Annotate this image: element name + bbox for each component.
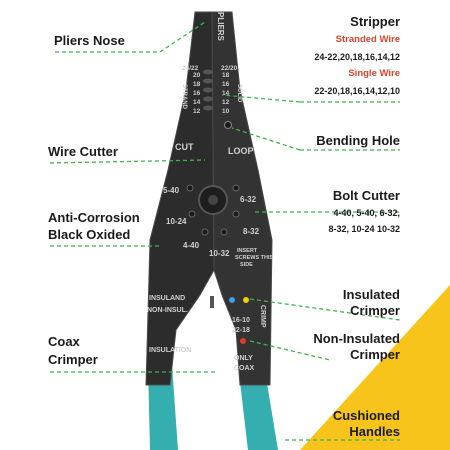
cushioned-handles [148,365,278,450]
crimp-dot-red [240,338,246,344]
bolt-holes [186,184,240,236]
label-non-insulated: Non-Insulated [313,331,400,346]
marking-solid-word: SOLID [236,84,242,103]
label-anti-corrosion: Anti-Corrosion [48,210,140,225]
leader-insulated [249,298,401,321]
left-handle [148,365,178,450]
label-pliers-nose: Pliers Nose [54,33,125,48]
marking-solid-gauge: 16 [222,81,230,88]
marking-bolt-size: 4-40 [183,241,200,250]
label-single-wire: Single Wire [348,68,400,79]
tool-body [145,11,273,386]
marking-strand-head: 24/22 [182,65,199,72]
label-coax-crimper: Crimper [48,352,98,367]
bending-hole [224,121,232,129]
marking-insert-note: SCREWS THIS [235,255,274,261]
marking-cut: CUT [175,142,194,152]
label-coax: Coax [48,334,80,349]
leader-lines [49,21,401,441]
label-bolt-sizes-1: 4-40, 5-40, 6-32, [333,208,400,218]
marking-solid-gauge: 14 [222,90,230,97]
marking-crimp: CRIMP [259,305,266,328]
marking-solid-gauge: 18 [222,72,230,79]
label-bolt-sizes-2: 8-32, 10-24 10-32 [328,224,400,234]
yellow-accent-shape [300,285,450,450]
label-insulated-crimper: Crimper [350,303,400,318]
marking-strand-gauge: 20 [193,72,201,79]
marking-solid-gauge: 12 [222,99,230,106]
marking-solid-head: 22/20 [221,65,238,72]
marking-insulation: INSULATION [149,347,191,354]
marking-only-coax: ONLY [234,355,253,362]
label-stranded-sizes: 24-22,20,18,16,14,12 [314,52,400,62]
label-cushioned: Cushioned [332,408,400,423]
marking-strand-gauge: 12 [193,108,201,115]
label-bolt-cutter: Bolt Cutter [332,188,400,203]
label-stranded-wire: Stranded Wire [335,34,400,45]
marking-crimp-size: 22-18 [232,327,250,334]
marking-only-coax: COAX [234,365,255,372]
label-single-sizes: 22-20,18,16,14,12,10 [314,86,400,96]
leader-wire-cutter [49,159,206,164]
marking-bolt-size: 10-24 [166,217,187,226]
marking-strand-gauge: 14 [193,99,201,106]
marking-bolt-size: 5-40 [163,186,180,195]
label-non-insulated-crimper: Crimper [350,347,400,362]
marking-insert-note: SIDE [240,262,253,268]
right-jaw [211,11,273,386]
marking-crimp-size: 16-10 [232,317,250,324]
marking-strand-gauge: 18 [193,81,201,88]
marking-non-insul: NON-INSUL. [147,307,188,314]
label-handles: Handles [349,424,400,439]
label-insulated: Insulated [342,287,400,302]
marking-insuland: INSULAND [149,295,185,302]
crimp-dot-yellow [243,297,249,303]
label-wire-cutter: Wire Cutter [48,144,118,159]
label-bending-hole: Bending Hole [316,133,400,148]
marking-strand-word: STRAND [181,84,187,110]
marking-bolt-size: 6-32 [240,195,257,204]
marking-insert-note: INSERT [237,248,258,254]
marking-pliers: PLIERS [216,12,225,42]
stripper-notches [203,69,213,111]
label-black-oxided: Black Oxided [48,227,131,242]
marking-strand-gauge: 16 [193,90,201,97]
marking-loop: LOOP [228,146,254,156]
label-stripper: Stripper [350,14,400,29]
marking-bolt-size: 8-32 [243,227,260,236]
marking-solid-gauge: 10 [222,108,230,115]
crimp-dot-blue [229,297,235,303]
marking-bolt-size: 10-32 [209,249,230,258]
right-handle [238,365,278,450]
crimp-slot [210,296,214,308]
